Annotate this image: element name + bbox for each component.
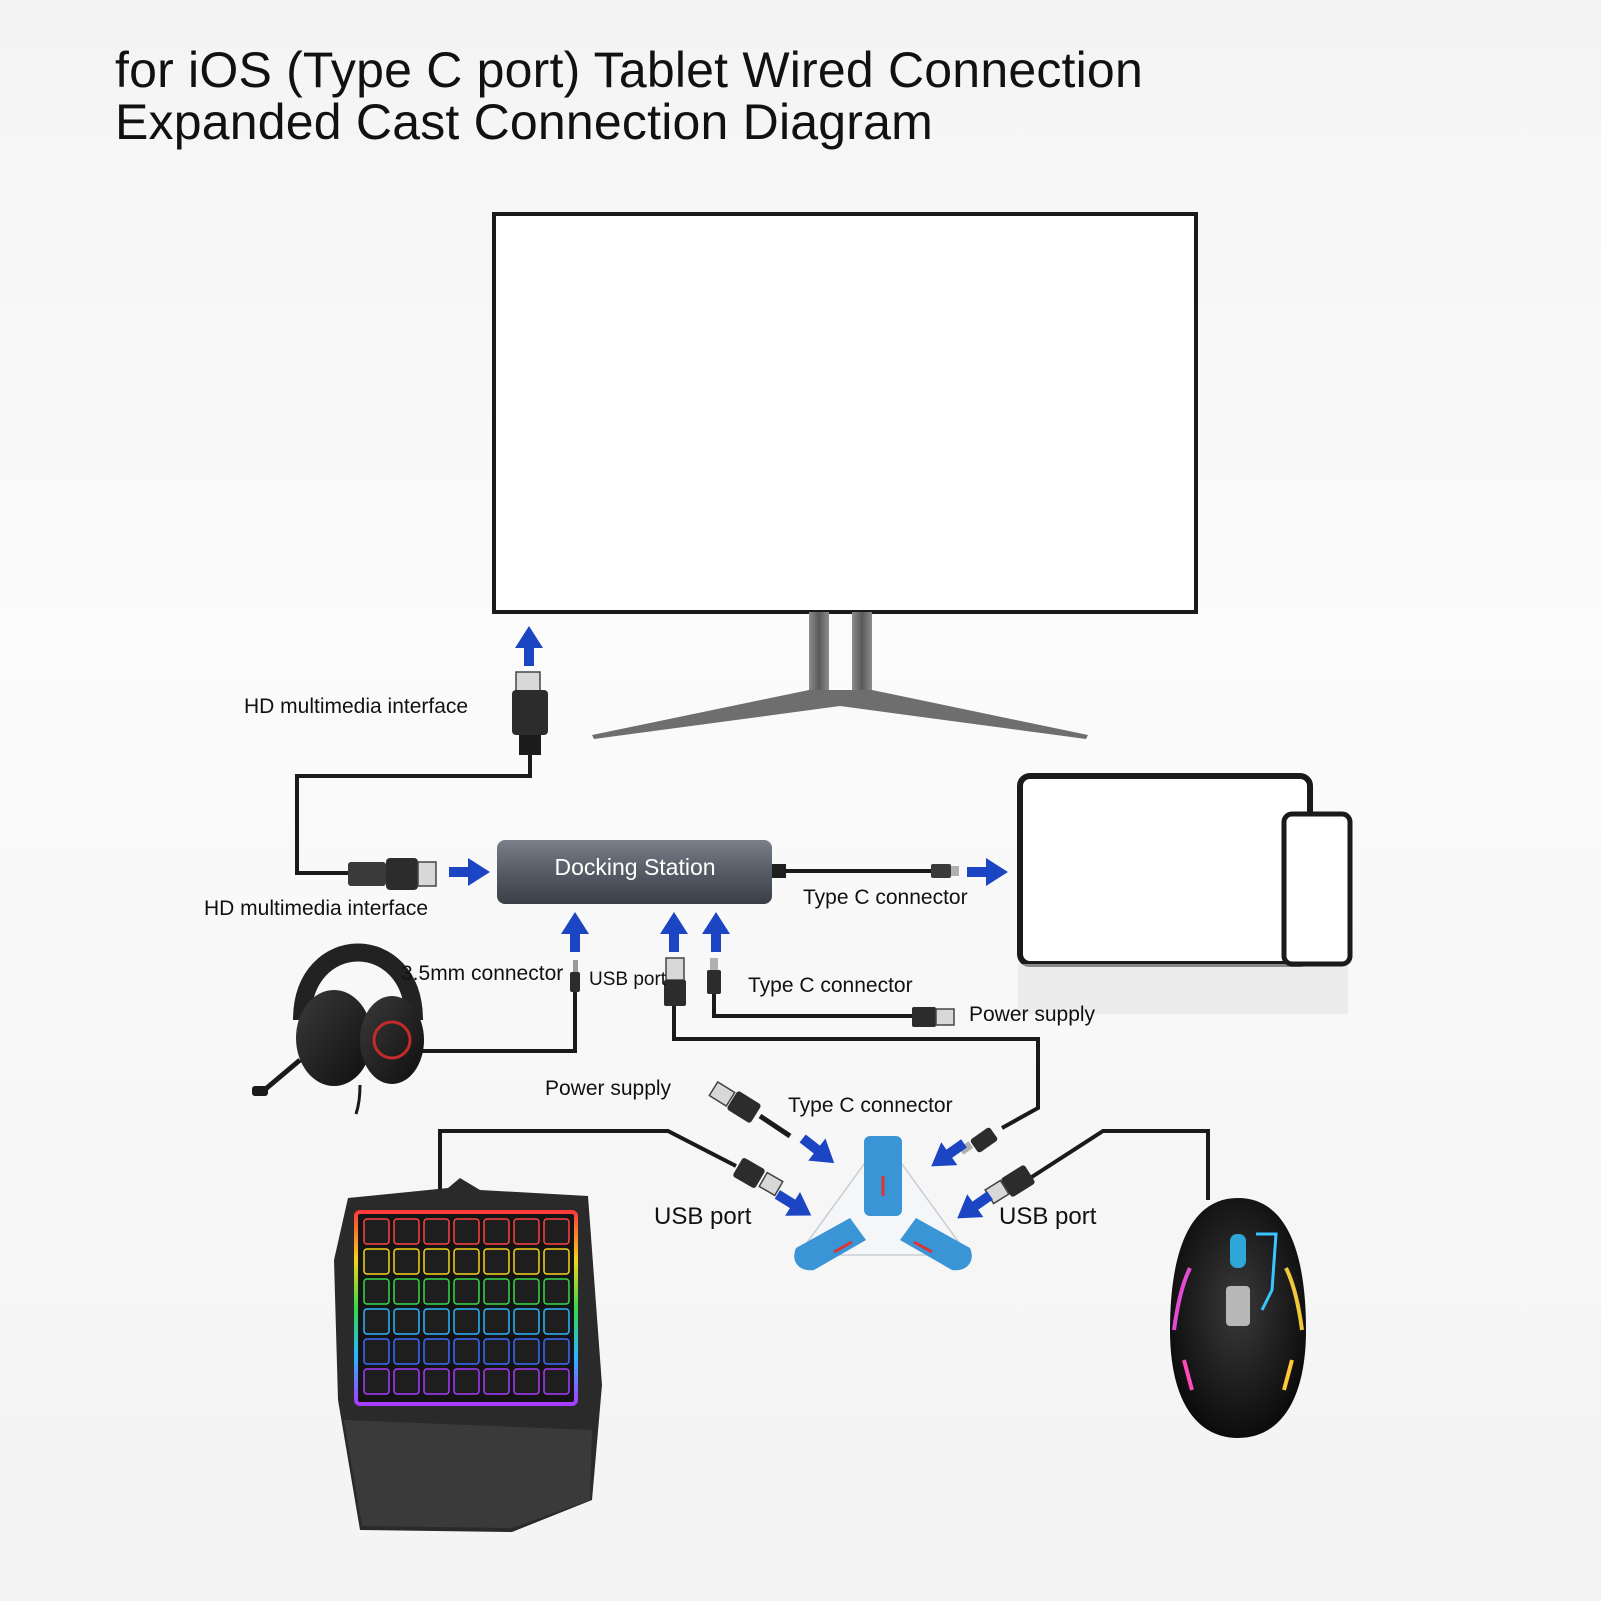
arrow-converter-top-left bbox=[799, 1134, 835, 1164]
arrow-converter-usb-right bbox=[957, 1191, 993, 1219]
keyboard-key bbox=[483, 1368, 510, 1395]
page-title: for iOS (Type C port) Tablet Wired Conne… bbox=[115, 44, 1143, 148]
keyboard-key bbox=[363, 1278, 390, 1305]
arrow-up-audio bbox=[561, 912, 589, 952]
usb-plug-power bbox=[912, 1007, 955, 1027]
title-line-1: for iOS (Type C port) Tablet Wired Conne… bbox=[115, 42, 1143, 98]
docking-station-label: Docking Station bbox=[554, 854, 716, 880]
keyboard-key bbox=[423, 1368, 450, 1395]
monitor-icon bbox=[492, 212, 1198, 739]
label-usb-dock: USB port bbox=[589, 969, 667, 990]
label-hd-bottom: HD multimedia interface bbox=[204, 897, 429, 920]
arrow-up-typec bbox=[702, 912, 730, 952]
label-audio: 3.5mm connector bbox=[401, 962, 564, 985]
cables bbox=[295, 755, 1210, 1200]
type-c-plug-power bbox=[707, 958, 721, 994]
keyboard-key bbox=[453, 1308, 480, 1335]
keyboard-key bbox=[423, 1218, 450, 1245]
usb-plug-keyboard bbox=[733, 1158, 784, 1197]
arrow-converter-top-right bbox=[931, 1139, 967, 1167]
arrow-right-dock bbox=[449, 858, 490, 886]
audio-plug bbox=[570, 960, 580, 992]
arrows bbox=[449, 626, 1008, 1219]
usb-plug-dock bbox=[664, 957, 686, 1006]
label-typec-converter: Type C connector bbox=[788, 1094, 953, 1117]
label-usb-right: USB port bbox=[999, 1203, 1097, 1230]
usb-plug-power-left bbox=[708, 1080, 792, 1139]
converter-icon bbox=[794, 1136, 972, 1271]
phone-icon bbox=[1281, 811, 1353, 967]
keyboard-key bbox=[543, 1368, 570, 1395]
label-power-right: Power supply bbox=[969, 1003, 1096, 1026]
keyboard-key bbox=[453, 1368, 480, 1395]
tablet-icon bbox=[1017, 773, 1348, 1014]
hdmi-plug-top bbox=[512, 671, 548, 755]
type-c-plug-converter bbox=[958, 1127, 998, 1155]
keyboard-key bbox=[543, 1218, 570, 1245]
label-usb-left: USB port bbox=[654, 1203, 752, 1230]
type-c-plug-tablet bbox=[931, 864, 959, 878]
keyboard-key bbox=[483, 1308, 510, 1335]
keyboard-key bbox=[513, 1308, 540, 1335]
label-typec-tablet: Type C connector bbox=[803, 886, 968, 909]
keyboard-key bbox=[393, 1338, 420, 1365]
keyboard-key bbox=[513, 1248, 540, 1275]
keyboard-key bbox=[513, 1218, 540, 1245]
keyboard-key bbox=[483, 1218, 510, 1245]
headset-icon bbox=[252, 943, 424, 1115]
keyboard-key bbox=[423, 1278, 450, 1305]
keyboard-key bbox=[393, 1368, 420, 1395]
keyboard-key bbox=[513, 1368, 540, 1395]
keyboard-key bbox=[363, 1248, 390, 1275]
keyboard-key bbox=[423, 1338, 450, 1365]
arrow-converter-usb-left bbox=[774, 1190, 812, 1216]
keyboard-key bbox=[453, 1218, 480, 1245]
keyboard-icon bbox=[334, 1178, 602, 1532]
keyboard-key bbox=[453, 1248, 480, 1275]
label-typec-power: Type C connector bbox=[748, 974, 913, 997]
keyboard-key bbox=[393, 1278, 420, 1305]
keyboard-key bbox=[543, 1338, 570, 1365]
keyboard-key bbox=[363, 1308, 390, 1335]
keyboard-key bbox=[423, 1308, 450, 1335]
docking-station bbox=[497, 840, 786, 904]
arrow-up-monitor bbox=[515, 626, 543, 666]
hdmi-plug-dock bbox=[348, 858, 437, 890]
keyboard-key bbox=[453, 1278, 480, 1305]
keyboard-key bbox=[513, 1278, 540, 1305]
keyboard-key bbox=[483, 1248, 510, 1275]
mouse-icon bbox=[1170, 1198, 1306, 1438]
keyboard-key bbox=[483, 1278, 510, 1305]
usb-plug-mouse bbox=[984, 1165, 1035, 1205]
keyboard-key bbox=[363, 1338, 390, 1365]
title-line-2: Expanded Cast Connection Diagram bbox=[115, 94, 933, 150]
label-power-left: Power supply bbox=[545, 1077, 672, 1100]
keyboard-key bbox=[543, 1308, 570, 1335]
keyboard-key bbox=[393, 1308, 420, 1335]
keyboard-key bbox=[453, 1338, 480, 1365]
keyboard-key bbox=[393, 1218, 420, 1245]
keyboard-key bbox=[423, 1248, 450, 1275]
keyboard-key bbox=[543, 1248, 570, 1275]
keyboard-key bbox=[513, 1338, 540, 1365]
arrow-up-usb bbox=[660, 912, 688, 952]
keyboard-key bbox=[483, 1338, 510, 1365]
label-hd-top: HD multimedia interface bbox=[244, 695, 469, 718]
keyboard-key bbox=[543, 1278, 570, 1305]
arrow-right-tablet bbox=[967, 858, 1008, 886]
keyboard-key bbox=[363, 1368, 390, 1395]
keyboard-key bbox=[393, 1248, 420, 1275]
keyboard-key bbox=[363, 1218, 390, 1245]
